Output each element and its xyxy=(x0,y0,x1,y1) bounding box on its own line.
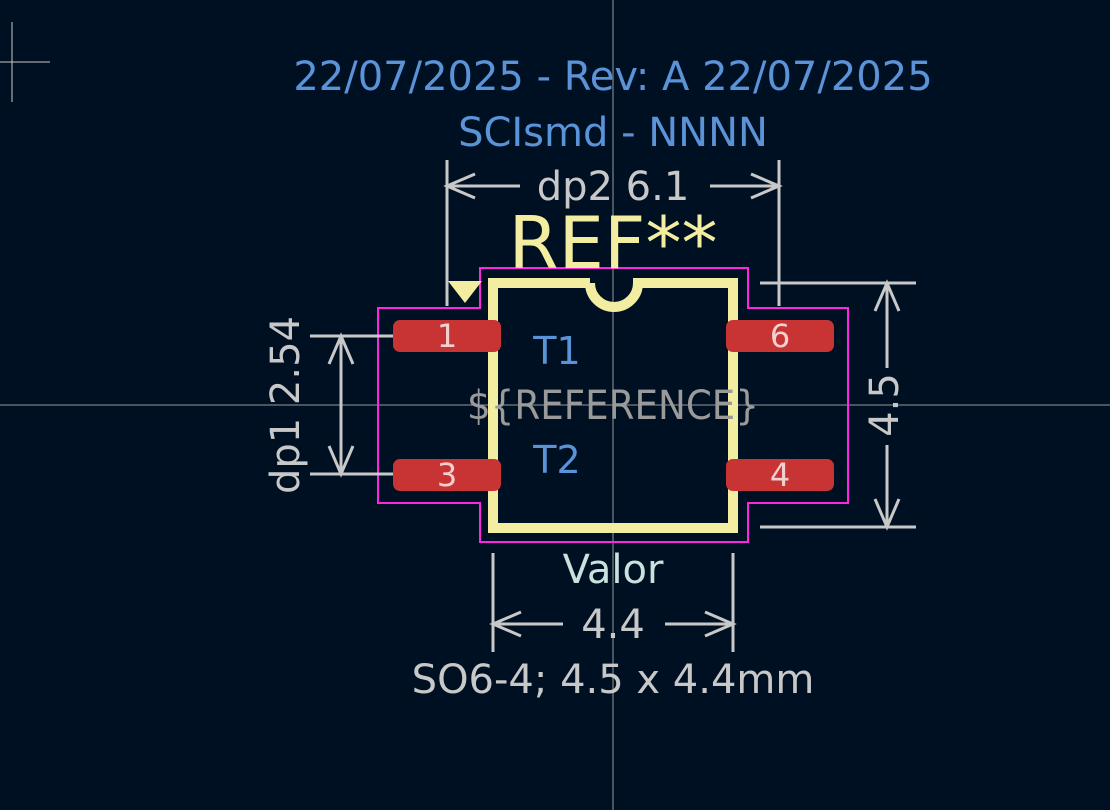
footprint-description: SO6-4; 4.5 x 4.4mm xyxy=(412,657,815,703)
reference-fab-text: ${REFERENCE} xyxy=(467,383,759,429)
pad-3[interactable]: 3 xyxy=(393,456,501,494)
pad-number: 1 xyxy=(437,317,457,355)
project-text: SCIsmd - NNNN xyxy=(458,110,768,156)
dimension-right-label: 4.5 xyxy=(862,373,908,437)
pad-number: 4 xyxy=(770,456,790,494)
date-rev-text: 22/07/2025 - Rev: A 22/07/2025 xyxy=(293,54,932,100)
origin-marker-icon xyxy=(0,22,50,102)
dimension-left-label: dp1 2.54 xyxy=(263,316,309,494)
pad-number: 6 xyxy=(770,317,790,355)
dimension-left xyxy=(310,332,393,478)
dimension-right xyxy=(760,279,916,531)
reference-designator: REF** xyxy=(509,201,718,285)
dimension-top-label: dp2 6.1 xyxy=(537,164,690,210)
text-t2: T2 xyxy=(532,438,580,482)
pad-number: 3 xyxy=(437,456,457,494)
courtyard-outline xyxy=(377,267,849,543)
dimension-bottom xyxy=(489,553,737,652)
pin1-marker-icon xyxy=(448,281,482,303)
text-t1: T1 xyxy=(532,329,580,373)
pad-6[interactable]: 6 xyxy=(726,317,834,355)
dimension-bottom-label: 4.4 xyxy=(581,602,645,648)
pad-1[interactable]: 1 xyxy=(393,317,501,355)
pad-4[interactable]: 4 xyxy=(726,456,834,494)
value-text: Valor xyxy=(563,547,664,593)
silkscreen-outline xyxy=(488,278,738,533)
